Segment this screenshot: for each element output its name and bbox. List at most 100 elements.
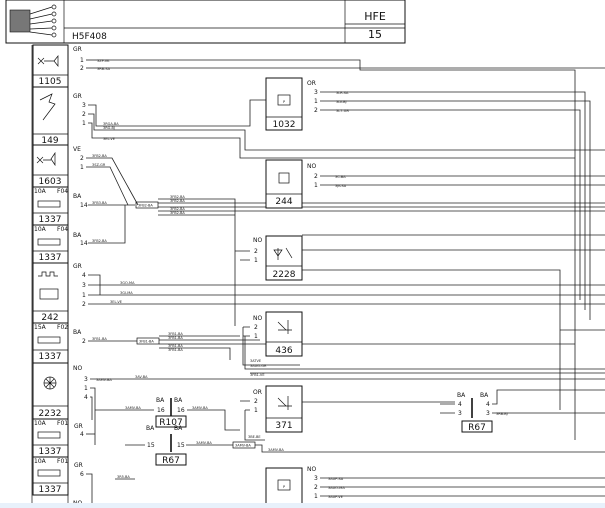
svg-text:1603: 1603 bbox=[39, 177, 62, 187]
connector-r67-a: BA BA 15 15 R67 3AMV-BA bbox=[125, 425, 212, 466]
svg-text:3FB1-BA: 3FB1-BA bbox=[168, 348, 183, 352]
fuse-icon bbox=[37, 336, 61, 344]
svg-text:2: 2 bbox=[80, 65, 84, 72]
component-149: 149 GR 3 2 1 3RGA-BA 3RG-BJ 3EL-VE bbox=[32, 86, 130, 146]
horizontal-scrollbar[interactable] bbox=[0, 503, 605, 508]
svg-text:GR: GR bbox=[74, 462, 83, 469]
relay-icon bbox=[277, 479, 291, 491]
relay-icon bbox=[277, 94, 291, 106]
component-242: 242 GR 4 3 1 2 3GO-MA 3GI-MA 3EL-VE bbox=[32, 262, 605, 324]
svg-text:F02: F02 bbox=[57, 324, 68, 331]
splice-fb1: 3FB1-BA 3FB1-BA 3FB1-BA 3FB1-BA 3FB1-BA bbox=[136, 332, 575, 360]
svg-text:BA: BA bbox=[156, 397, 165, 404]
svg-text:2: 2 bbox=[254, 248, 258, 255]
fuse-icon bbox=[37, 238, 61, 246]
sensor-icon bbox=[39, 93, 56, 121]
svg-text:3FB3-BA: 3FB3-BA bbox=[92, 201, 107, 205]
svg-text:3C-BA: 3C-BA bbox=[335, 175, 346, 179]
svg-text:BA: BA bbox=[73, 329, 82, 336]
component-label: 1105 bbox=[39, 77, 62, 87]
svg-text:3FB1-BA: 3FB1-BA bbox=[92, 337, 107, 341]
svg-text:3FB2-BA: 3FB2-BA bbox=[170, 207, 185, 211]
svg-text:2: 2 bbox=[254, 324, 258, 331]
svg-text:3JK-SA: 3JK-SA bbox=[335, 184, 347, 188]
svg-text:OR: OR bbox=[253, 389, 262, 396]
svg-text:3FB2-BA: 3FB2-BA bbox=[92, 154, 107, 158]
svg-text:1: 1 bbox=[82, 120, 86, 127]
svg-text:2228: 2228 bbox=[273, 270, 296, 280]
svg-text:436: 436 bbox=[275, 346, 292, 356]
svg-text:F04: F04 bbox=[57, 226, 68, 233]
svg-text:1: 1 bbox=[314, 98, 318, 105]
svg-text:3AMV-BA: 3AMV-BA bbox=[192, 406, 208, 410]
fuse-icon bbox=[37, 200, 61, 208]
svg-text:3AMV-BA: 3AMV-BA bbox=[196, 441, 212, 445]
svg-text:R67: R67 bbox=[468, 423, 486, 433]
svg-text:1337: 1337 bbox=[39, 215, 62, 225]
relay-bottom: P NO 3 2 1 3AUP-SA 3AUO-MA 3AUP-VE bbox=[265, 466, 605, 507]
svg-text:2: 2 bbox=[82, 301, 86, 308]
svg-text:1: 1 bbox=[254, 257, 258, 264]
svg-text:1337: 1337 bbox=[39, 352, 62, 362]
svg-text:3BE-BE: 3BE-BE bbox=[248, 435, 261, 439]
svg-text:3FB1-BA: 3FB1-BA bbox=[168, 336, 183, 340]
svg-text:1337: 1337 bbox=[39, 447, 62, 457]
doc-code: H5F408 bbox=[72, 32, 107, 42]
connector-color: GR bbox=[73, 46, 82, 53]
svg-text:10A: 10A bbox=[34, 458, 47, 465]
svg-text:4: 4 bbox=[458, 401, 462, 408]
svg-text:1032: 1032 bbox=[273, 120, 296, 130]
svg-text:BA: BA bbox=[174, 425, 183, 432]
svg-text:3EL-VE: 3EL-VE bbox=[103, 137, 115, 141]
relay-icon bbox=[277, 320, 292, 334]
svg-text:3FB1-BA: 3FB1-BA bbox=[139, 340, 154, 344]
svg-text:BA: BA bbox=[174, 397, 183, 404]
svg-text:1: 1 bbox=[80, 164, 84, 171]
svg-text:3ZP-VK: 3ZP-VK bbox=[97, 59, 110, 63]
svg-text:3AUO-MA: 3AUO-MA bbox=[328, 486, 345, 490]
svg-text:2: 2 bbox=[254, 398, 258, 405]
svg-text:2: 2 bbox=[314, 173, 318, 180]
svg-text:2: 2 bbox=[80, 155, 84, 162]
svg-text:4: 4 bbox=[80, 431, 84, 438]
svg-text:14: 14 bbox=[80, 240, 88, 247]
fuse-1337-c: 15A F02 1337 BA 2 3FB1-BA bbox=[32, 322, 137, 364]
svg-text:3FB1-VE: 3FB1-VE bbox=[250, 373, 265, 377]
svg-text:3: 3 bbox=[82, 282, 86, 289]
connector-r67-b: BA BA 4 3 4 3 R67 3RB-BJ bbox=[440, 389, 605, 433]
page-number: 15 bbox=[368, 28, 382, 41]
svg-text:242: 242 bbox=[41, 313, 58, 323]
svg-text:3GI-MA: 3GI-MA bbox=[120, 291, 133, 295]
connector-icon bbox=[9, 9, 31, 33]
svg-text:P: P bbox=[283, 100, 285, 104]
fuse-icon bbox=[37, 469, 61, 477]
connector-r107: BA BA 16 16 R107 3AMV-BA 3AMV-BA bbox=[95, 397, 240, 431]
svg-text:BA: BA bbox=[73, 193, 82, 200]
relay-244: 244 NO 2 1 3C-BA 3JK-SA bbox=[265, 159, 605, 209]
svg-text:15A: 15A bbox=[34, 324, 47, 331]
right-trunk bbox=[100, 59, 605, 440]
svg-text:3RB-BJ: 3RB-BJ bbox=[496, 412, 508, 416]
svg-text:3: 3 bbox=[314, 475, 318, 482]
svg-text:16: 16 bbox=[157, 407, 165, 414]
svg-text:16: 16 bbox=[177, 407, 185, 414]
svg-text:1: 1 bbox=[80, 57, 84, 64]
svg-text:OR: OR bbox=[307, 80, 316, 87]
svg-text:371: 371 bbox=[275, 421, 292, 431]
relay-2228: 2228 NO 2 1 bbox=[235, 235, 605, 281]
component-1105: 1105 GR 1 2 3ZP-VK 3RB-SA bbox=[32, 44, 111, 88]
svg-text:10A: 10A bbox=[34, 226, 47, 233]
relay-1032: P 1032 OR 3 1 2 3LR-SA 3LV-BJ 3L7-GR bbox=[265, 77, 350, 131]
svg-text:15: 15 bbox=[177, 442, 185, 449]
svg-text:1: 1 bbox=[314, 182, 318, 189]
svg-text:3AUG-GR: 3AUG-GR bbox=[250, 364, 267, 368]
relay-icon bbox=[277, 396, 292, 410]
svg-text:P: P bbox=[283, 485, 285, 489]
svg-text:3FB2-BA: 3FB2-BA bbox=[170, 211, 185, 215]
svg-text:NO: NO bbox=[253, 315, 262, 322]
svg-text:1: 1 bbox=[314, 493, 318, 500]
svg-text:2: 2 bbox=[82, 338, 86, 345]
svg-text:1: 1 bbox=[254, 333, 258, 340]
svg-text:10A: 10A bbox=[34, 420, 47, 427]
